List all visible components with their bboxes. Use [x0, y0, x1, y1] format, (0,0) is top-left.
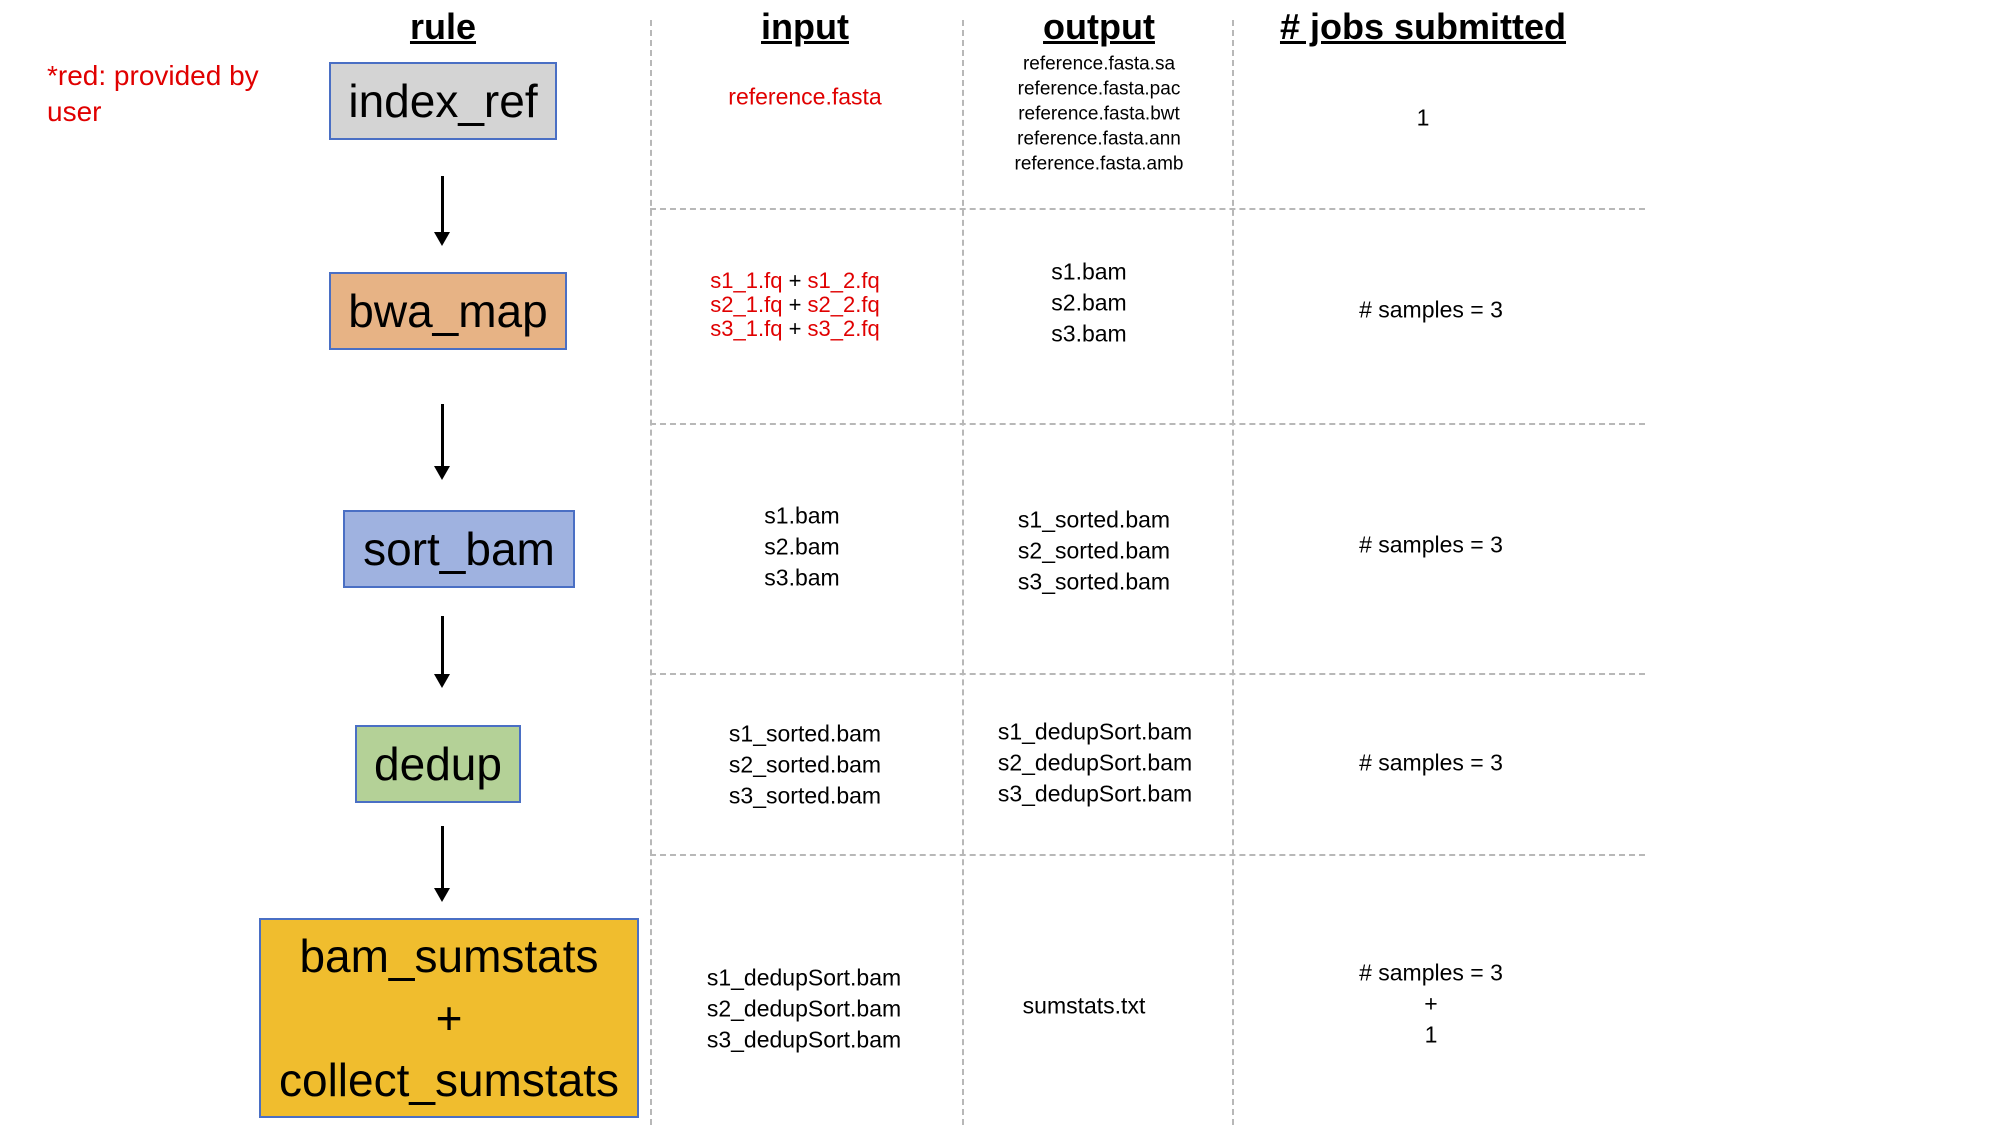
column-divider-output: [962, 20, 964, 1125]
output-cell: reference.fasta.sa reference.fasta.pac r…: [1015, 52, 1184, 177]
row-divider: [650, 208, 1645, 210]
rule-box-bwa-map: bwa_map: [329, 272, 567, 350]
rule-box-dedup: dedup: [355, 725, 521, 803]
jobs-plus: +: [1424, 990, 1438, 1017]
jobs-count: # samples = 3: [1359, 531, 1503, 558]
jobs-count: 1: [1424, 1021, 1438, 1048]
jobs-cell: # samples = 3: [1359, 295, 1503, 326]
fastq-pair: s1_1.fq + s1_2.fq: [710, 269, 879, 293]
output-file: s2_dedupSort.bam: [997, 749, 1193, 776]
rule-box-sort-bam: sort_bam: [343, 510, 575, 588]
input-file: s1_sorted.bam: [728, 720, 882, 747]
input-cell: s1_dedupSort.bam s2_dedupSort.bam s3_ded…: [707, 963, 901, 1056]
row-divider: [650, 673, 1645, 675]
rule-label: bam_sumstats: [299, 930, 599, 982]
jobs-cell: # samples = 3: [1359, 530, 1503, 561]
column-divider-input: [650, 20, 652, 1125]
rule-label-plus: +: [435, 992, 463, 1044]
output-file: reference.fasta.amb: [1014, 153, 1184, 175]
rule-box-index-ref: index_ref: [329, 62, 557, 140]
plus-sign: +: [788, 292, 802, 317]
row-divider: [650, 854, 1645, 856]
output-cell: s1.bam s2.bam s3.bam: [1051, 257, 1126, 350]
output-file: reference.fasta.ann: [1017, 128, 1181, 150]
fastq-pair: s2_1.fq + s2_2.fq: [710, 293, 879, 317]
input-file: s3.bam: [764, 564, 840, 591]
jobs-cell: # samples = 3: [1359, 748, 1503, 779]
fastq-file: s3_2.fq: [807, 316, 880, 341]
header-input: input: [761, 6, 849, 47]
input-file: s2_sorted.bam: [728, 751, 882, 778]
output-file: sumstats.txt: [1022, 992, 1146, 1019]
jobs-count: # samples = 3: [1359, 749, 1503, 776]
output-file: s1_dedupSort.bam: [997, 718, 1193, 745]
flow-arrow: [434, 176, 450, 246]
fastq-file: s2_1.fq: [710, 292, 783, 317]
input-file: s2_dedupSort.bam: [706, 995, 902, 1022]
input-file: s3_sorted.bam: [728, 782, 882, 809]
output-cell: s1_dedupSort.bam s2_dedupSort.bam s3_ded…: [998, 717, 1192, 810]
rule-label: bwa_map: [348, 285, 548, 337]
input-cell: s1_sorted.bam s2_sorted.bam s3_sorted.ba…: [729, 719, 881, 812]
output-cell: s1_sorted.bam s2_sorted.bam s3_sorted.ba…: [1018, 505, 1170, 598]
header-rule: rule: [409, 6, 477, 47]
plus-sign: +: [788, 268, 802, 293]
jobs-count: # samples = 3: [1359, 959, 1503, 986]
input-file: s2.bam: [764, 533, 840, 560]
output-file: s2_sorted.bam: [1017, 537, 1171, 564]
output-file: s1.bam: [1051, 258, 1127, 285]
header-output: output: [1043, 6, 1155, 47]
rule-box-bam-sumstats: bam_sumstats + collect_sumstats: [259, 918, 639, 1118]
flow-arrow: [434, 616, 450, 688]
rule-label: index_ref: [348, 75, 538, 127]
fastq-file: s3_1.fq: [710, 316, 783, 341]
output-file: reference.fasta.pac: [1017, 78, 1181, 100]
jobs-cell: 1: [1417, 103, 1430, 134]
column-divider-jobs: [1232, 20, 1234, 1125]
input-cell: s1_1.fq + s1_2.fq s2_1.fq + s2_2.fq s3_1…: [710, 269, 879, 341]
jobs-count: 1: [1416, 104, 1430, 131]
output-file: reference.fasta.bwt: [1018, 103, 1180, 125]
fastq-file: s2_2.fq: [807, 292, 880, 317]
flow-arrow: [434, 826, 450, 902]
plus-sign: +: [788, 316, 802, 341]
fastq-file: s1_2.fq: [807, 268, 880, 293]
output-file: s1_sorted.bam: [1017, 506, 1171, 533]
header-jobs-submitted: # jobs submitted: [1279, 6, 1567, 47]
flow-arrow: [434, 404, 450, 480]
output-file: s2.bam: [1051, 289, 1127, 316]
input-file: s1.bam: [764, 502, 840, 529]
output-cell: sumstats.txt: [1023, 991, 1146, 1022]
rule-label: collect_sumstats: [278, 1054, 619, 1106]
output-file: s3_sorted.bam: [1017, 568, 1171, 595]
fastq-file: s1_1.fq: [710, 268, 783, 293]
input-file: s1_dedupSort.bam: [706, 964, 902, 991]
rule-label: sort_bam: [363, 523, 555, 575]
row-divider: [650, 423, 1645, 425]
output-file: s3_dedupSort.bam: [997, 780, 1193, 807]
input-file: reference.fasta: [728, 83, 882, 110]
input-file: s3_dedupSort.bam: [706, 1026, 902, 1053]
output-file: s3.bam: [1051, 320, 1127, 347]
rule-label: dedup: [374, 738, 502, 790]
jobs-cell: # samples = 3 + 1: [1359, 958, 1503, 1051]
legend-note: *red: provided by user: [47, 60, 259, 127]
fastq-pair: s3_1.fq + s3_2.fq: [710, 317, 879, 341]
input-cell: reference.fasta: [728, 82, 881, 113]
jobs-count: # samples = 3: [1359, 296, 1503, 323]
output-file: reference.fasta.sa: [1022, 53, 1176, 75]
input-cell: s1.bam s2.bam s3.bam: [764, 501, 839, 594]
